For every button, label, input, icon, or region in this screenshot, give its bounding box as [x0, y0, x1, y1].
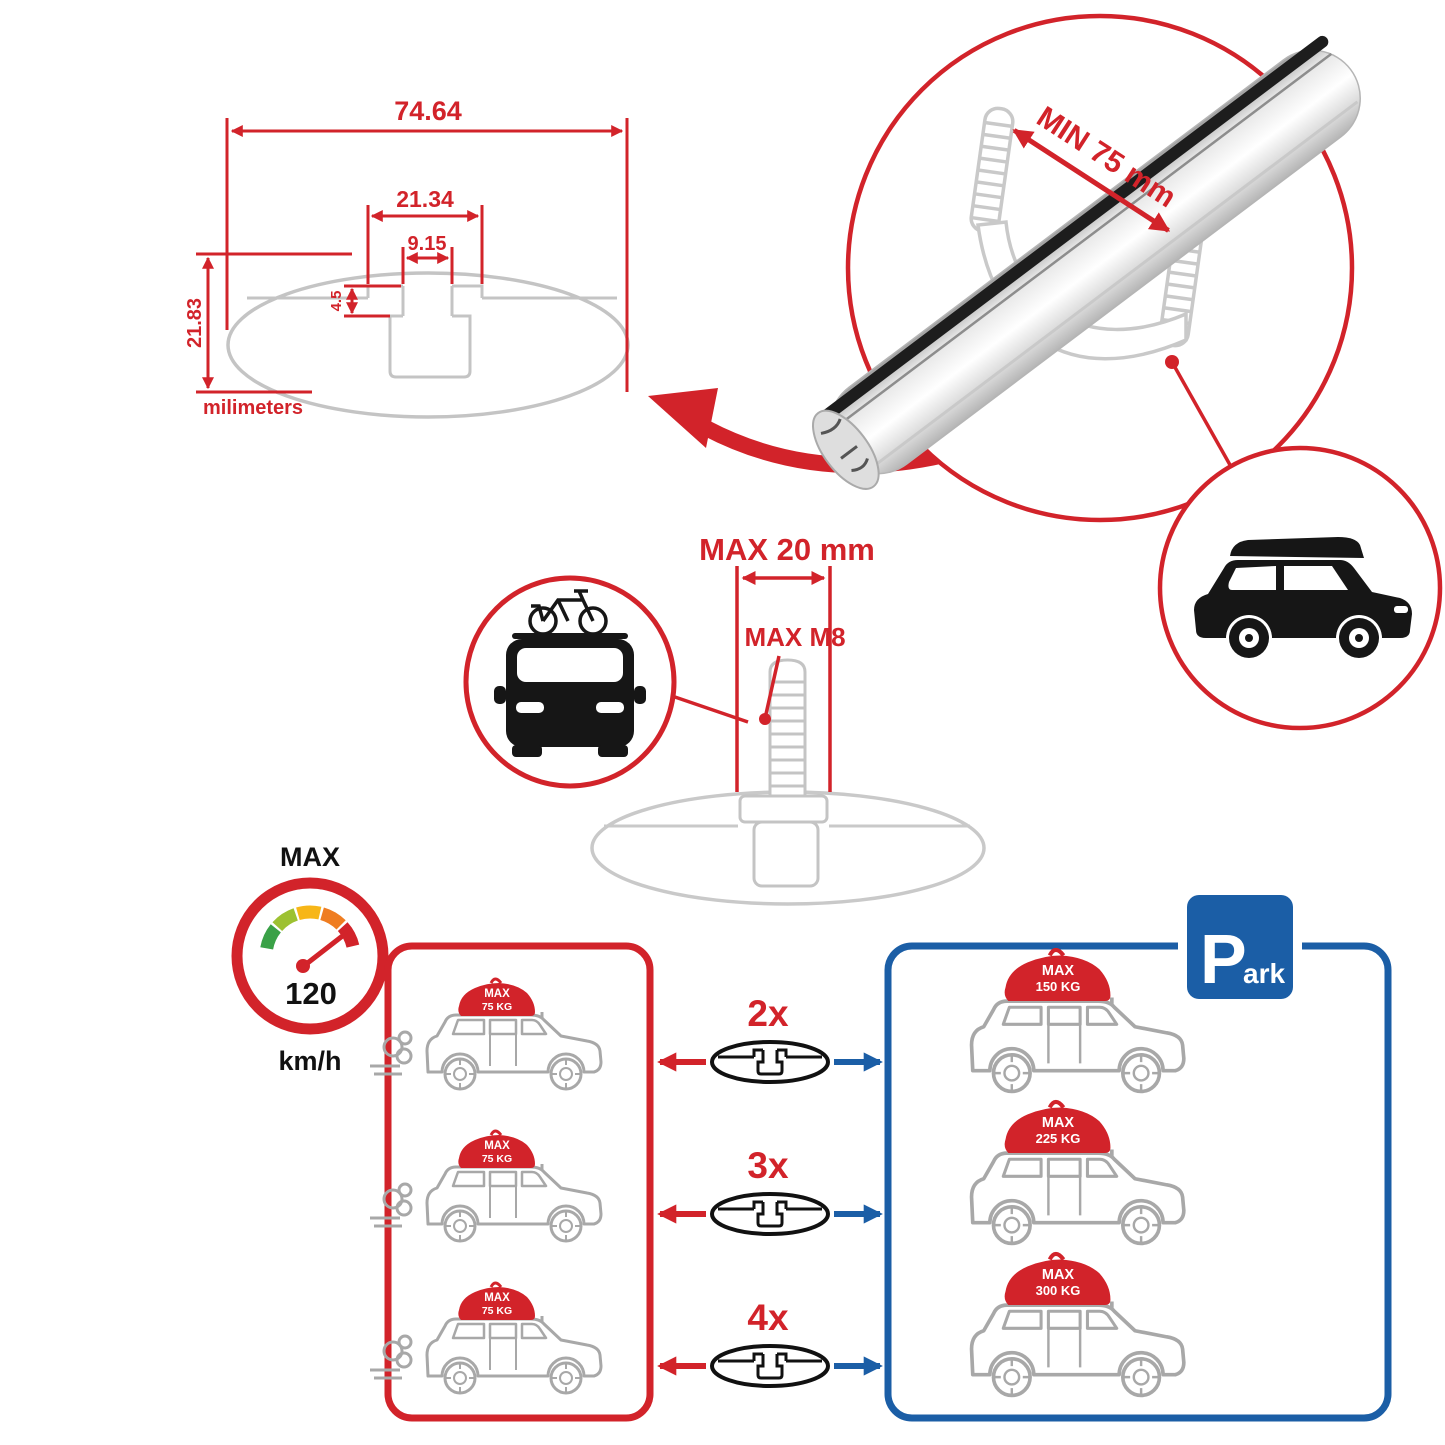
units-label: milimeters	[203, 397, 303, 419]
car-front-bike-icon	[494, 589, 646, 757]
bolt-thread-dot	[759, 713, 771, 725]
driving-car-icon	[425, 1008, 603, 1091]
left-load-label: MAX	[484, 988, 510, 1000]
callout-line	[1170, 361, 1236, 473]
bar-profile-ellipse	[226, 271, 630, 419]
right-load-label: MAX	[1042, 1267, 1075, 1283]
cross-section-diagram: 74.64 21.34 9.15 4.5 21.83 milimeters	[184, 96, 630, 419]
parked-car-icon	[969, 993, 1186, 1094]
speedometer-icon: 120	[231, 877, 389, 1035]
dimension-lines	[196, 118, 629, 394]
multiplier-label: 2x	[747, 993, 789, 1034]
capacity-row-1: MAX 75 KG 2x MAX 150 KG	[368, 950, 1186, 1094]
parked-car-icon	[969, 1297, 1186, 1398]
crossbar-detail: MIN 75 mm	[812, 13, 1443, 731]
bike-car-callout	[463, 575, 677, 789]
left-load-label: MAX	[484, 1140, 510, 1152]
multiplier-label: 4x	[747, 1297, 789, 1338]
roofbox-car-callout	[1157, 445, 1443, 731]
driving-car-icon	[425, 1160, 603, 1243]
bolt-max-thread-label: MAX M8	[744, 622, 845, 652]
dim-slot-depth: 4.5	[328, 291, 345, 312]
dim-slot-width: 9.15	[408, 233, 447, 255]
crossbar-end-icon	[710, 1040, 830, 1084]
bar-profile-channel	[247, 284, 617, 379]
right-load-value: 225 KG	[1036, 1131, 1081, 1146]
left-load-value: 75 KG	[482, 1153, 512, 1165]
speed-value: 120	[285, 976, 337, 1011]
capacity-section: MAX 120 km/h P ark MAX 75 KG	[231, 842, 1392, 1422]
speed-unit: km/h	[278, 1046, 341, 1076]
crossbar-end-icon	[710, 1192, 830, 1236]
driving-car-icon	[425, 1312, 603, 1395]
speed-max-label: MAX	[280, 842, 340, 872]
bolt-icon	[738, 658, 829, 888]
bolt-spec: MAX 20 mm MAX M8	[463, 532, 986, 906]
dim-total-width: 74.64	[394, 96, 462, 126]
dim-channel-width: 21.34	[396, 186, 454, 212]
parking-box	[884, 942, 1392, 1422]
capacity-row-2: MAX 75 KG 3x MAX 225 KG	[368, 1102, 1186, 1246]
parking-sign-ark: ark	[1243, 958, 1285, 989]
left-load-label: MAX	[484, 1292, 510, 1304]
suv-roofbox-icon	[1194, 537, 1412, 658]
multiplier-label: 3x	[747, 1145, 789, 1186]
dim-total-height: 21.83	[184, 298, 206, 348]
right-load-label: MAX	[1042, 963, 1075, 979]
left-load-value: 75 KG	[482, 1305, 512, 1317]
parking-sign: P ark	[1178, 886, 1302, 1008]
capacity-row-3: MAX 75 KG 4x MAX 300 KG	[368, 1254, 1186, 1398]
bolt-max-width-label: MAX 20 mm	[699, 532, 875, 567]
right-load-value: 300 KG	[1036, 1283, 1081, 1298]
right-load-label: MAX	[1042, 1115, 1075, 1131]
driving-box	[384, 942, 654, 1422]
left-load-value: 75 KG	[482, 1001, 512, 1013]
parked-car-icon	[969, 1145, 1186, 1246]
parking-sign-p: P	[1200, 920, 1247, 998]
crossbar-end-icon	[710, 1344, 830, 1388]
bolt-thread-leader	[764, 655, 781, 715]
right-load-value: 150 KG	[1036, 979, 1081, 994]
